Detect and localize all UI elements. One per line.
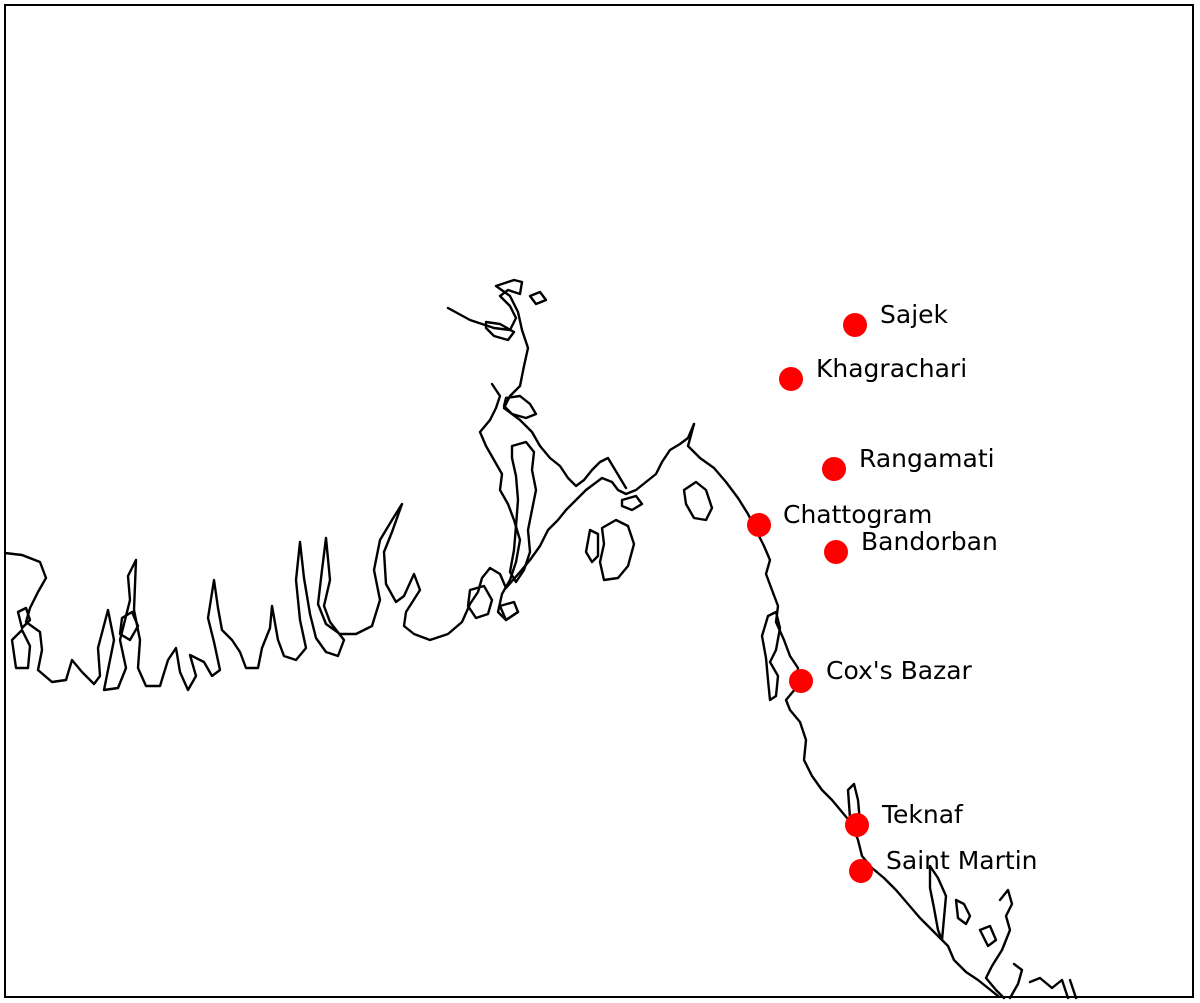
label-chattogram: Chattogram [783,500,932,529]
label-teknaf: Teknaf [881,800,964,829]
coastline-island-h [118,610,140,642]
coastline-bhola-island [502,394,538,420]
coastline-sandwip-island [508,440,538,584]
coastline-naf-river [928,864,948,942]
coastline-island-c [620,494,644,512]
marker-chattogram [747,513,771,537]
label-khagrachari: Khagrachari [816,354,967,383]
place-markers [747,313,873,883]
coastline-island-f [16,606,32,630]
label-sajek: Sajek [880,300,949,329]
coastline-meghna-estuary [446,278,628,490]
coastline-island-d [466,584,494,620]
coastline-island-g [10,628,32,670]
map-frame [4,4,1194,998]
coastline-small-islands-se [954,898,998,948]
coastline-maheshkhali-island [682,480,714,522]
coastline-cox-island [760,610,782,702]
marker-khagrachari [779,367,803,391]
place-labels: SajekKhagrachariRangamatiChattogramBando… [783,300,1038,875]
coastline-island-a [598,518,636,582]
coastline-sundarbans [3,422,696,692]
marker-sajek [843,313,867,337]
marker-rangamati [822,457,846,481]
label-saint-martin: Saint Martin [886,846,1038,875]
label-cox-s-bazar: Cox's Bazar [826,656,973,685]
coastline-estuary-creek [478,382,522,622]
coastline-island-b [584,528,600,564]
marker-teknaf [845,813,869,837]
label-rangamati: Rangamati [859,444,995,473]
marker-bandorban [824,540,848,564]
marker-saint-martin [849,859,873,883]
coastline-myanmar-coast [984,888,1078,1000]
marker-cox-s-bazar [789,669,813,693]
coastline [3,278,1078,1000]
coastline-hatiya-island [484,320,516,342]
coastline-estuary-creek-2 [528,290,548,306]
coastline-island-e [498,600,520,622]
label-bandorban: Bandorban [861,527,998,556]
